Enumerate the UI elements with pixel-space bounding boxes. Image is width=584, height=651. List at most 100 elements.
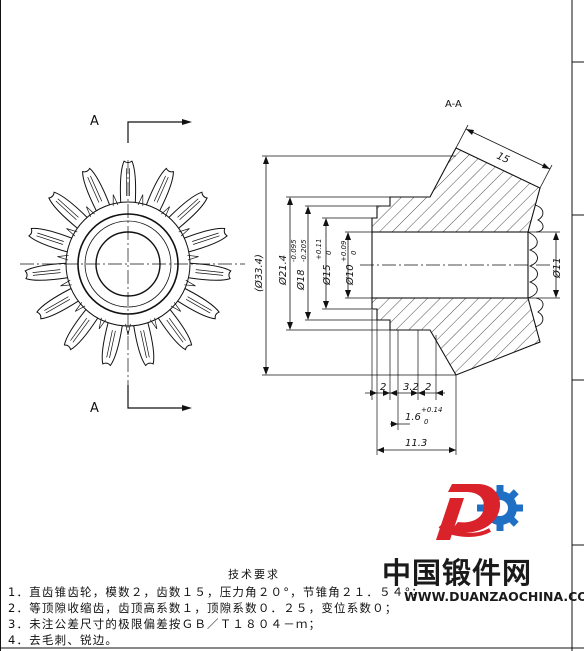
gear-root-notch <box>74 302 86 312</box>
diameter-arrowheads <box>263 156 559 375</box>
gear-tooth-edge <box>156 176 169 203</box>
dim-diameter-10-upper: +0.09 <box>340 240 348 262</box>
gear-tooth-edge <box>192 235 220 245</box>
dim-length-2-left: 2 <box>380 382 386 393</box>
gear-root-notch <box>178 228 190 237</box>
section-upper-body <box>371 147 541 233</box>
diameter-dim-lines <box>265 158 557 373</box>
gear-tooth-edge <box>166 319 184 343</box>
gear-tooth-edge <box>36 235 64 245</box>
gear-root-notch <box>112 194 119 206</box>
gear-tooth-edge <box>57 198 79 218</box>
gear-tooth-edge <box>185 298 211 314</box>
gear-tooth <box>63 309 99 351</box>
dim-face-width: 15 <box>495 151 511 166</box>
gear-tooth-edge <box>187 296 212 311</box>
dim-diameter-18-lower: -0.205 <box>300 239 308 262</box>
dim-diameter-15-lower: 0 <box>325 250 333 255</box>
logo-mark-icon <box>436 484 523 540</box>
dim-outer-diameter: (Ø33.4) <box>253 254 265 292</box>
gear-tooth-edge <box>179 200 201 220</box>
tech-note-4: 4．去毛刺、锐边。 <box>8 633 119 647</box>
gear-tooth <box>184 227 228 253</box>
gear-root-notch <box>187 254 199 261</box>
gear-root-notch <box>184 279 196 287</box>
dim-diameter-15-upper: +0.11 <box>315 239 323 260</box>
gear-tooth <box>48 191 88 229</box>
gear-tooth <box>177 288 220 320</box>
dim-length-1-6-lower: 0 <box>424 418 429 426</box>
dim-diameter-10-lower: 0 <box>350 250 358 255</box>
gear-tooth-edge <box>168 317 186 341</box>
face-width-dim <box>455 124 553 189</box>
gear-tooth-edge <box>32 269 61 273</box>
gear-tooth <box>101 322 123 367</box>
gear-tooth <box>157 309 193 351</box>
extension-lines <box>262 155 560 455</box>
left-center-lines <box>20 160 245 392</box>
dim-length-2-right: 2 <box>425 382 431 393</box>
tech-heading: 技术要求 <box>228 568 280 581</box>
section-right-teeth <box>527 204 544 328</box>
gear-tooth <box>82 167 111 211</box>
gear-tooth <box>188 262 232 281</box>
gear-tooth <box>145 167 174 211</box>
gear-tooth-edge <box>177 198 199 218</box>
section-cut-markers <box>127 121 185 409</box>
section-arrowheads <box>182 119 192 411</box>
gear-tooth-edge <box>44 296 69 311</box>
gear-tooth-edge <box>45 298 71 314</box>
gear-tooth-edge <box>106 330 113 358</box>
length-arrowheads <box>370 390 456 453</box>
gear-tooth <box>168 191 208 229</box>
gear-section-view <box>360 147 550 376</box>
gear-root-notch <box>85 206 95 218</box>
gear-tooth-edge <box>32 272 61 276</box>
dim-length-11-3: 11.3 <box>405 438 427 449</box>
tech-note-3: 3．未注公差尺寸的极限偏差按ＧＢ／Ｔ１８０４－ｍ； <box>8 617 322 631</box>
gear-tooth-edge <box>153 175 166 202</box>
dim-diameter-15: Ø15 <box>321 264 333 286</box>
gear-root-notch <box>60 279 72 287</box>
gear-root-notch <box>137 194 144 206</box>
gear-root-notch <box>66 228 78 237</box>
dim-diameter-18-upper: -0.095 <box>290 239 298 262</box>
view-label-a-bottom: A <box>90 401 99 416</box>
gear-root-notch <box>149 317 158 330</box>
section-lower-body <box>371 297 541 376</box>
gear-root-notch <box>161 206 171 218</box>
gear-root-notch <box>57 254 69 261</box>
gear-tooth-edge <box>195 269 224 273</box>
gear-tooth-edge <box>70 317 88 341</box>
watermark-url: WWW.DUANZAOCHINA.COM <box>404 589 584 604</box>
gear-tooth-edge <box>90 175 103 202</box>
gear-tooth-edge <box>37 232 64 242</box>
dim-diameter-10: Ø10 <box>344 264 356 286</box>
gear-tooth-edge <box>109 330 116 359</box>
dim-length-1-6: 1.6 <box>405 412 421 423</box>
dim-diameter-11: Ø11 <box>551 257 563 279</box>
gear-tooth-edge <box>192 232 219 242</box>
tech-note-2: 2．等顶隙收缩齿，齿顶高系数１，顶隙系数０．２５，变位系数０； <box>8 601 398 615</box>
tech-note-1: 1．直齿锥齿轮，模数２，齿数１５，压力角２０°，节锥角２１．５４°； <box>8 585 425 599</box>
gear-tooth <box>28 227 72 253</box>
gear-root-notch <box>98 317 107 330</box>
gear-tooth-edge <box>143 330 150 358</box>
gear-tooth <box>24 262 68 281</box>
face-width-arrowheads <box>466 129 550 169</box>
gear-tooth-edge <box>140 330 147 359</box>
gear-tooth-edge <box>87 176 100 203</box>
dim-diameter-18: Ø18 <box>295 269 307 291</box>
gear-tooth-edge <box>195 272 224 276</box>
gear-tooth-edge <box>55 200 77 220</box>
gear-root-notch <box>170 302 182 312</box>
gear-tooth-edge <box>72 319 90 343</box>
gear-bore-circle <box>95 231 161 297</box>
watermark-chinese: 中国锻件网 <box>382 556 533 590</box>
dim-length-3-2: 3.2 <box>403 382 419 393</box>
dim-diameter-21-4: Ø21.4 <box>277 255 289 286</box>
section-label-aa: A-A <box>445 99 462 110</box>
view-label-a-top: A <box>90 114 99 129</box>
